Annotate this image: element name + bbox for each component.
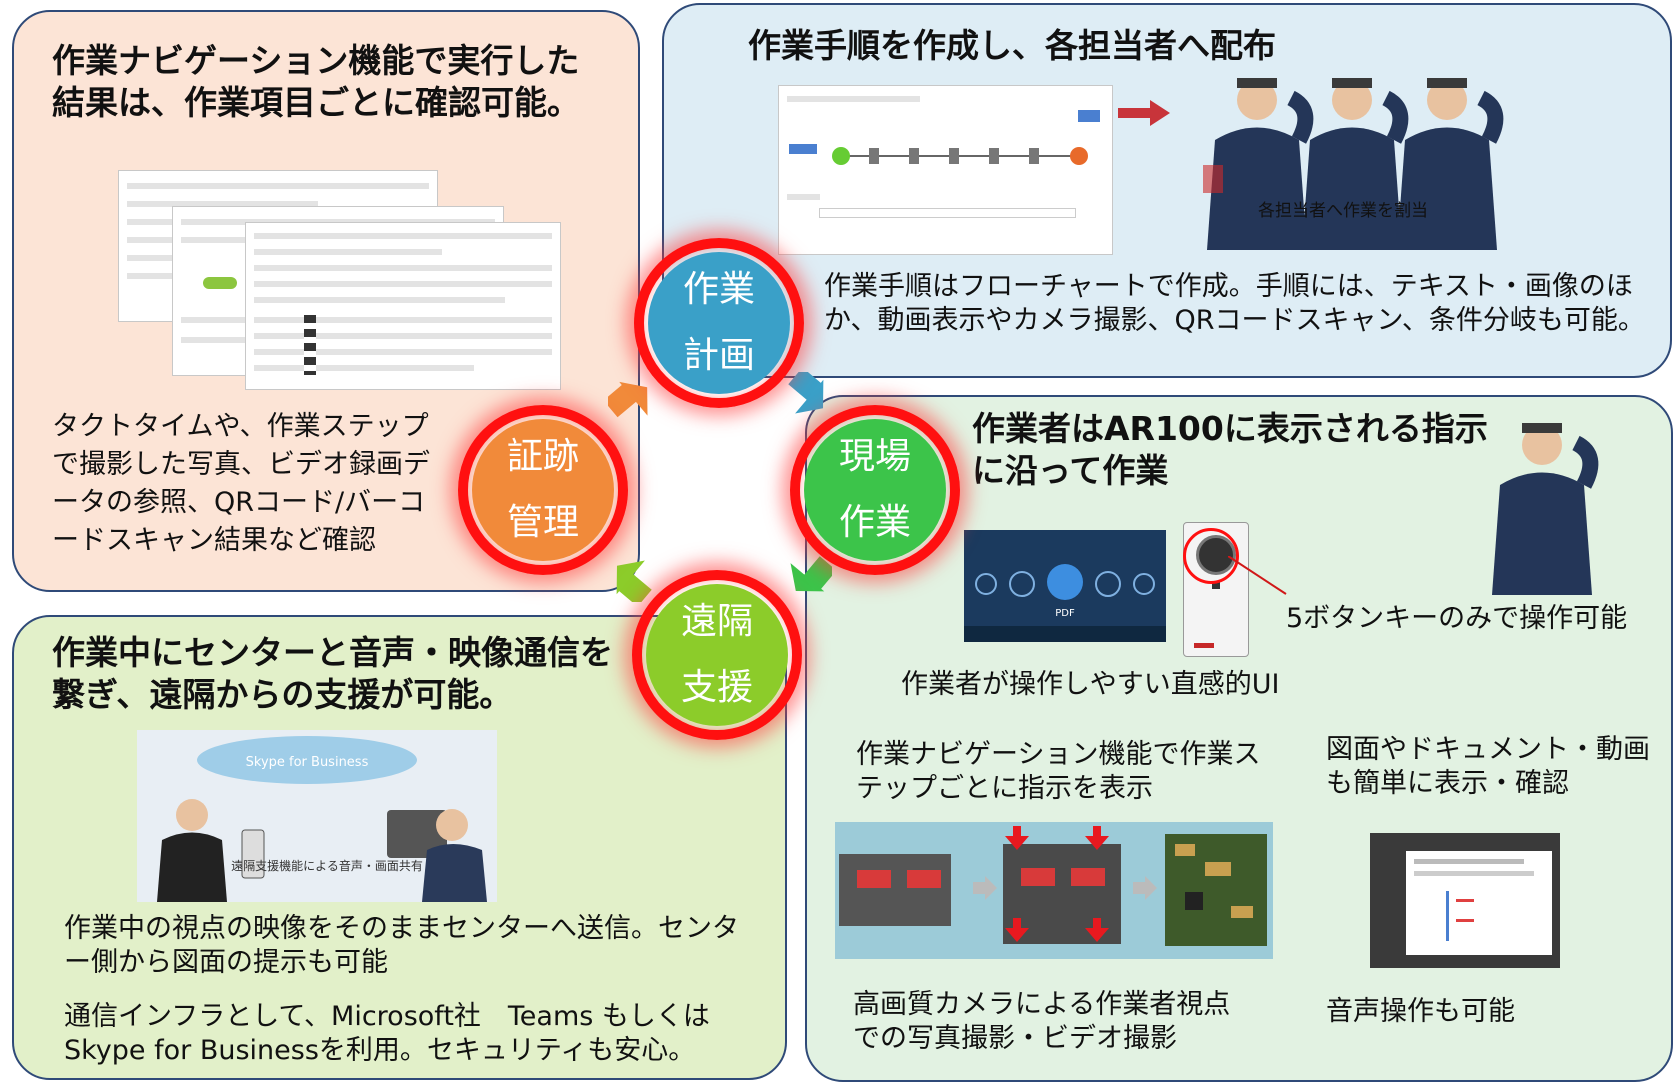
right-arrow-icon: [1118, 100, 1170, 126]
navigation-note: 作業ナビゲーション機能で作業ステップごとに指示を表示: [856, 739, 1261, 804]
field-work-title: 作業者はAR100に表示される指示に沿って作業: [972, 409, 1488, 490]
flowchart-diagram: [832, 147, 1088, 165]
ar-device-ui-screen: PDF: [964, 530, 1166, 642]
cycle-arrow-trace-plan: [608, 381, 648, 418]
worker-figure-3: [1397, 78, 1504, 250]
remote-ring: [632, 570, 802, 740]
document-view-image: [1370, 833, 1560, 968]
trace-label-2: 管理: [506, 502, 579, 543]
button-pointer-line: [1228, 556, 1287, 595]
cycle-arrow-icon: [788, 372, 824, 414]
worker-figure-2: [1302, 78, 1409, 250]
flowchart-editor-screenshot: [778, 85, 1113, 255]
remote-support-description-2: 通信インフラとして、Microsoft社 Teams もしくはSkype for…: [64, 1001, 710, 1066]
site-circle: 現場 作業: [804, 419, 946, 561]
result-screenshot-front: [245, 222, 561, 390]
remote-support-title: 作業中にセンターと音声・映像通信を繋ぎ、遠隔からの支援が可能。: [52, 633, 613, 714]
camera-capture-note: 高画質カメラによる作業者視点での写真撮影・ビデオ撮影: [853, 989, 1231, 1054]
ar-ui-label: PDF: [1055, 608, 1075, 619]
result-review-description: タクトタイムや、作業ステップで撮影した写真、ビデオ録画データの参照、QRコード/…: [52, 411, 430, 556]
voice-operation-note: 音声操作も可能: [1326, 996, 1515, 1027]
plan-ring: [634, 238, 804, 408]
site-label-2: 作業: [838, 502, 911, 543]
plan-label-2: 計画: [682, 335, 755, 376]
down-arrow-icon: [1005, 826, 1029, 850]
button-highlight-ring: [1183, 528, 1239, 584]
work-planning-description: 作業手順はフローチャートで作成。手順には、テキスト・画像のほか、動画表示やカメラ…: [824, 271, 1645, 336]
assign-label: 各担当者へ作業を割当: [1258, 201, 1428, 221]
worker-figure-ar: [1492, 423, 1599, 595]
plan-circle: 作業 計画: [648, 252, 790, 394]
result-review-title: 作業ナビゲーション機能で実行した結果は、作業項目ごとに確認可能。: [52, 41, 580, 122]
remote-label-2: 支援: [680, 667, 753, 708]
remote-support-diagram: Skype for Business 遠隔支援機能による音声・画面共有: [137, 730, 497, 902]
site-label-1: 現場: [838, 436, 911, 477]
diagram-caption: 遠隔支援機能による音声・画面共有: [231, 858, 423, 873]
intuitive-ui-note: 作業者が操作しやすい直感的UI: [901, 669, 1280, 700]
worker-figure-1: [1203, 78, 1314, 250]
work-planning-title: 作業手順を作成し、各担当者へ配布: [748, 26, 1276, 65]
navigation-steps-photos: [835, 822, 1273, 959]
remote-support-description-1: 作業中の視点の映像をそのままセンターへ送信。センター側から図面の提示も可能: [64, 913, 739, 978]
plan-label-1: 作業: [682, 269, 755, 310]
trace-circle: 証跡 管理: [472, 419, 614, 561]
remote-label-1: 遠隔: [680, 601, 753, 642]
site-ring: [790, 405, 960, 575]
document-view-note: 図面やドキュメント・動画も簡単に表示・確認: [1326, 734, 1650, 799]
skype-label: Skype for Business: [246, 755, 369, 770]
trace-label-1: 証跡: [506, 436, 579, 477]
remote-circle: 遠隔 支援: [646, 584, 788, 726]
cycle-arrow-remote-trace: [616, 560, 652, 602]
five-button-note: 5ボタンキーのみで操作可能: [1286, 603, 1628, 634]
cycle-arrow-site-remote: [790, 556, 832, 592]
trace-ring: [458, 405, 628, 575]
